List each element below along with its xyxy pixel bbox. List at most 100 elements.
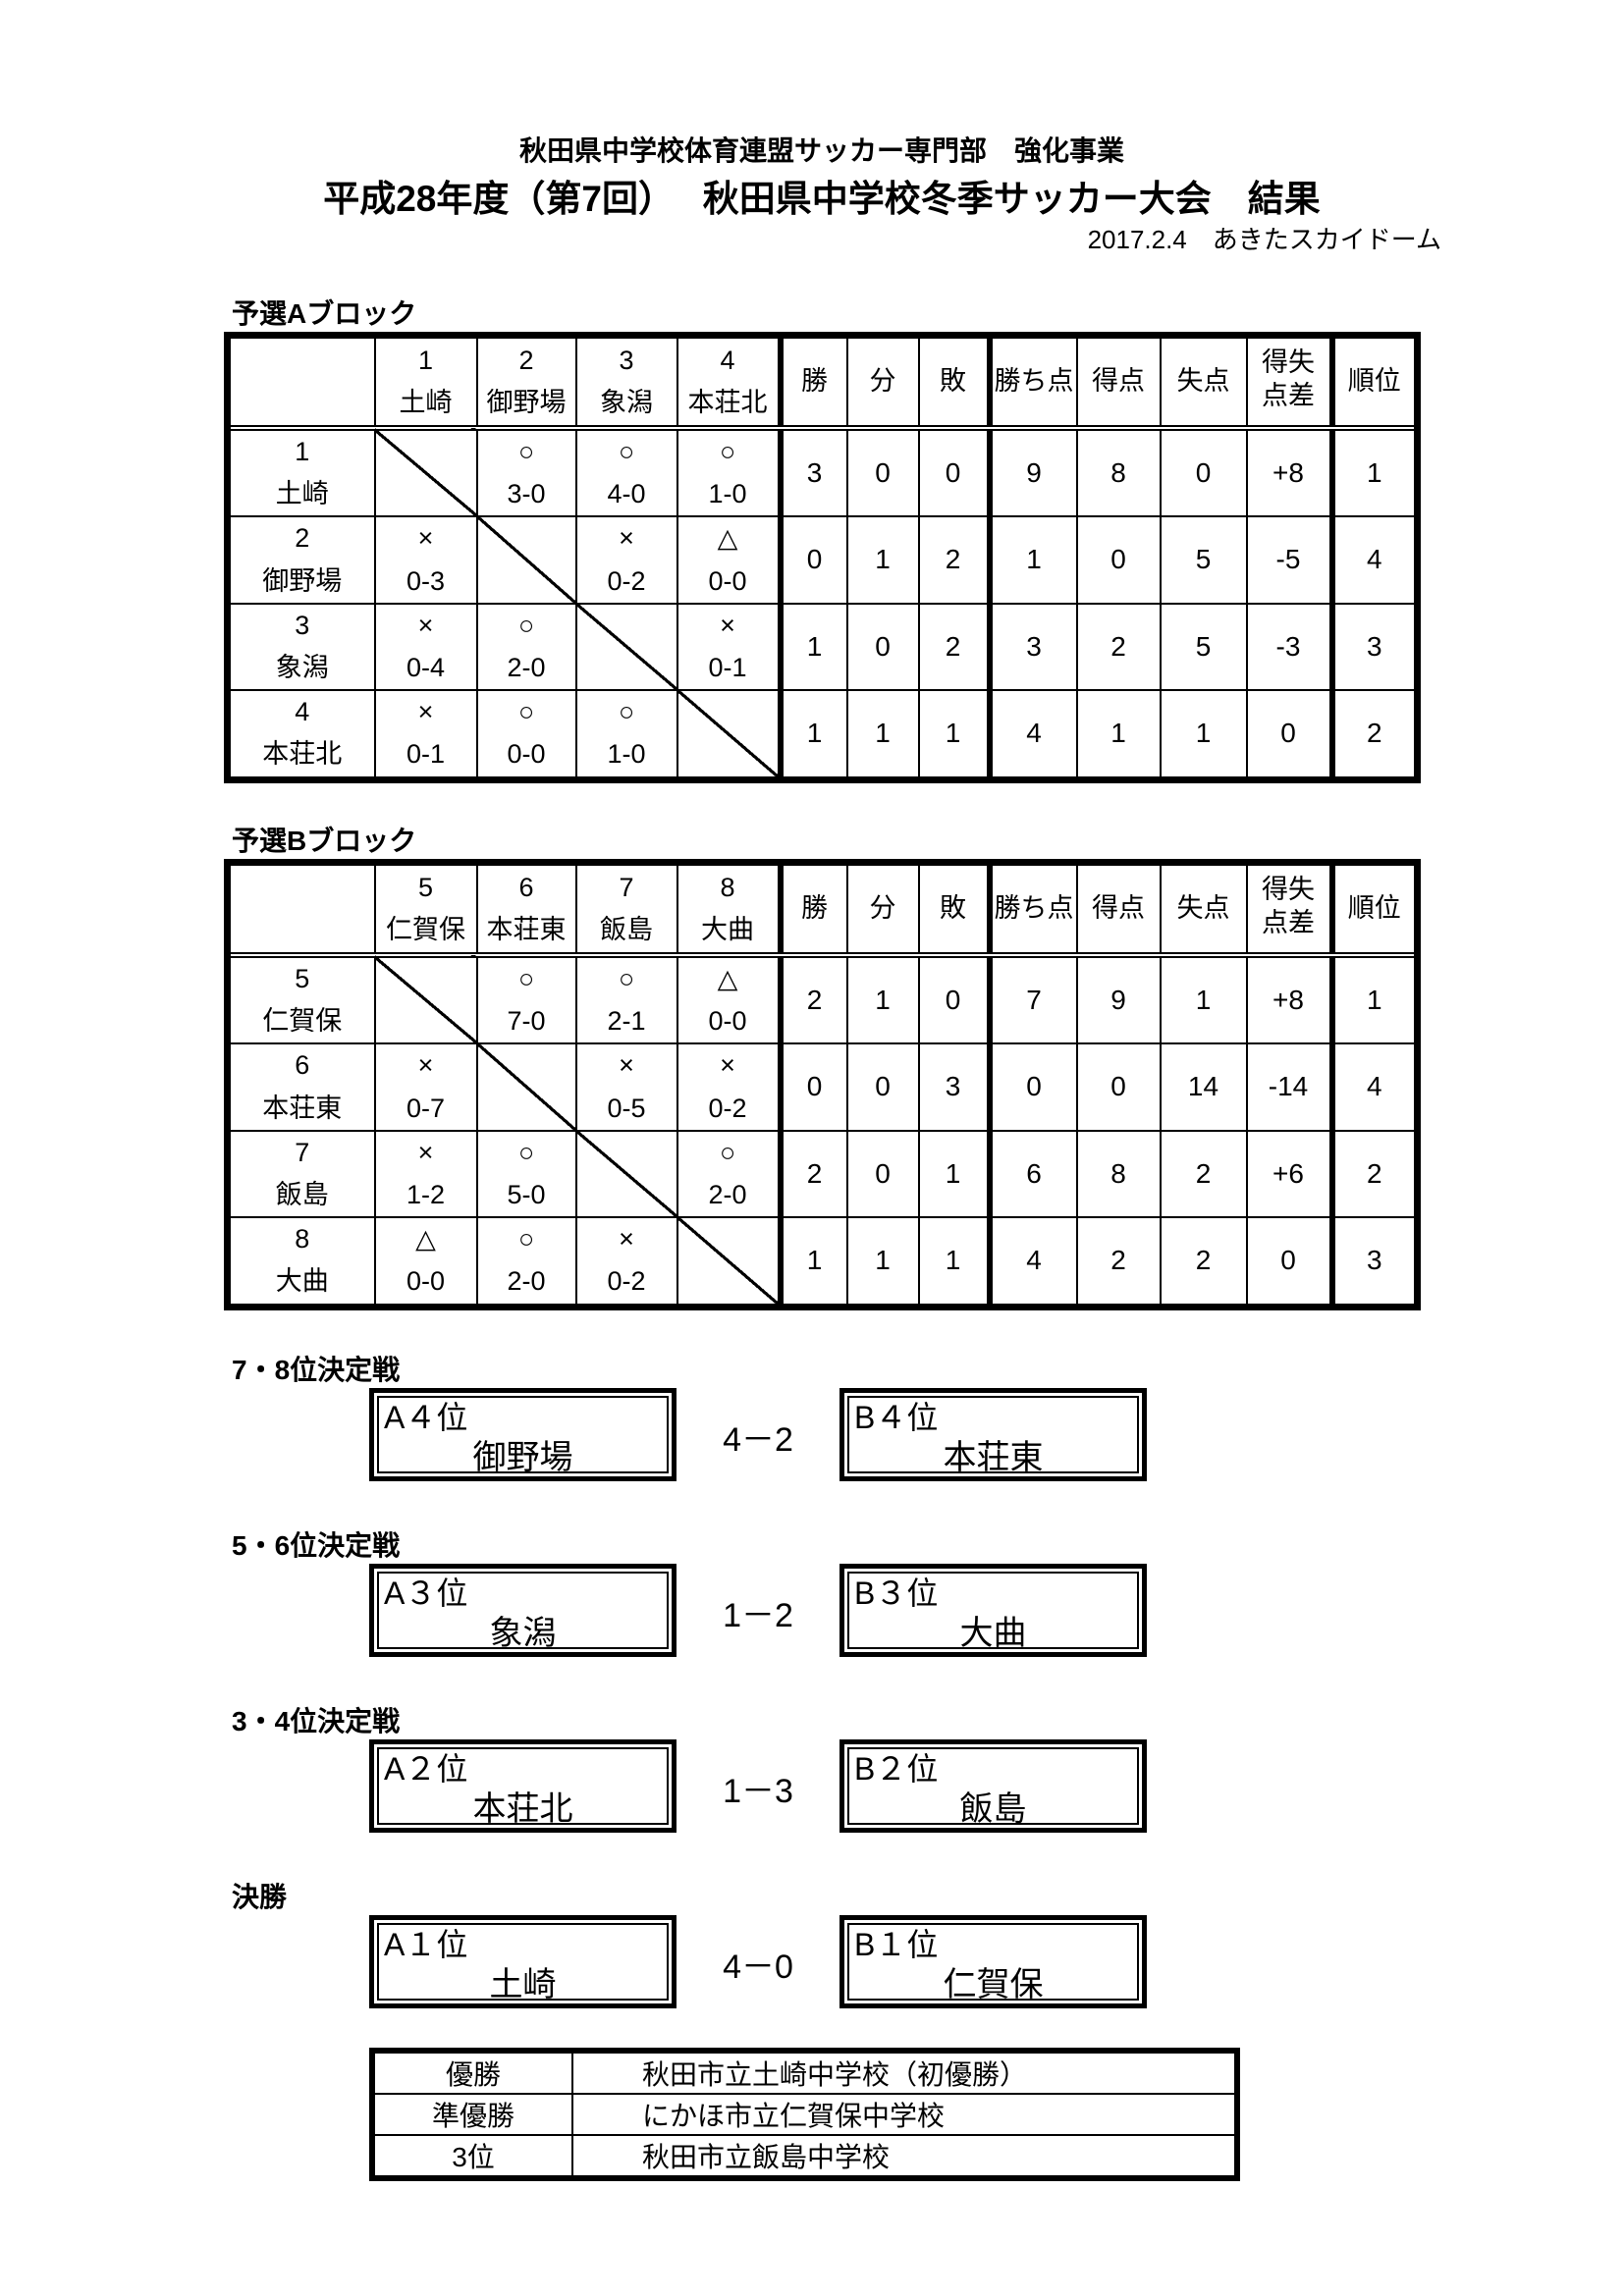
team-name: 象潟 (275, 652, 329, 682)
team-name: 本荘東 (262, 1093, 343, 1123)
stat-value: 2 (1159, 1129, 1248, 1219)
team-box-a: A１位土崎 (369, 1915, 677, 2008)
standing-row: 優勝秋田市立土崎中学校（初優勝） (371, 2050, 1238, 2095)
match-score: 0-1 (406, 739, 446, 770)
stat-header: 得失点差 (1245, 861, 1333, 958)
stat-value: 5 (1159, 602, 1248, 692)
stat-header: 勝ち点 (986, 334, 1078, 431)
stat-value: 1 (1159, 953, 1248, 1045)
result-mark: △ (717, 523, 738, 554)
match-score: 0-0 (507, 739, 546, 770)
match-result-cell: △0-0 (676, 953, 782, 1045)
match-score: 5-0 (507, 1179, 546, 1209)
match-result-cell: ×0-2 (574, 515, 678, 605)
match-score: 2-0 (708, 1179, 747, 1209)
match-result-cell: ○1-0 (676, 426, 782, 518)
team-number: 3 (295, 610, 310, 640)
stat-value: 1 (845, 953, 920, 1045)
stat-value: 3 (1328, 602, 1419, 692)
playoff-label: 7・8位決定戦 (232, 1355, 401, 1385)
match-score: 3-0 (507, 479, 546, 509)
match-score: 1-2 (406, 1179, 446, 1209)
stat-value: 5 (1159, 515, 1248, 605)
team-name: 土崎 (275, 479, 329, 509)
team-name: 飯島 (600, 915, 653, 944)
team-number: 6 (295, 1050, 310, 1081)
match-result-cell: ○2-1 (574, 953, 678, 1045)
stat-value: 1 (777, 602, 848, 692)
stat-value: 1 (777, 689, 848, 780)
seed-label: A４位 (384, 1400, 468, 1435)
team-number: 3 (619, 345, 634, 375)
team-name: 大曲 (701, 915, 754, 944)
stat-value: 2 (1328, 689, 1419, 780)
stat-value: 0 (777, 515, 848, 605)
seed-label: B１位 (854, 1927, 939, 1962)
stat-header: 得失点差 (1245, 334, 1333, 431)
seed-label: A２位 (384, 1751, 468, 1787)
match-result-cell: ×0-1 (373, 689, 478, 780)
team-name: 仁賀保 (386, 915, 465, 944)
corner-cell (226, 334, 376, 431)
match-score: 2-0 (507, 1266, 546, 1297)
match-result-cell: ○3-0 (475, 426, 577, 518)
place-label: 3位 (371, 2134, 573, 2179)
match-score: 0-2 (607, 565, 646, 596)
team-name: 象潟 (600, 388, 653, 417)
stat-header: 失点 (1159, 334, 1248, 431)
self-match-cell (475, 1042, 577, 1132)
match-score: 0-0 (406, 1266, 446, 1297)
match-result-cell: ×0-2 (676, 1042, 782, 1132)
match-result-cell: ○2-0 (475, 602, 577, 692)
box-inner-border (377, 1923, 669, 2001)
team-name: 御野場 (472, 1439, 573, 1476)
stat-value: 8 (1075, 426, 1162, 518)
result-mark: ○ (517, 697, 535, 727)
stat-header-goal-difference: 得失点差 (1262, 347, 1315, 410)
box-inner-border (377, 1572, 669, 1649)
team-name: 本荘北 (687, 388, 768, 417)
self-match-cell (373, 426, 478, 518)
team-box-b: B１位仁賀保 (839, 1915, 1147, 2008)
team-name: 本荘北 (262, 739, 343, 770)
stat-value: 0 (1245, 689, 1333, 780)
team-number: 2 (518, 345, 534, 375)
block-label: 予選Aブロック (232, 298, 417, 329)
result-mark: × (417, 523, 434, 554)
match-result-cell: △0-0 (676, 515, 782, 605)
match-score: 1-0 (607, 739, 646, 770)
result-mark: × (720, 610, 735, 640)
stat-value: 1 (1328, 953, 1419, 1045)
stat-value: 0 (845, 1129, 920, 1219)
organizer-title: 秋田県中学校体育連盟サッカー専門部 強化事業 (518, 135, 1124, 166)
team-box-b: B２位飯島 (839, 1739, 1147, 1833)
team-box-b: B３位大曲 (839, 1564, 1147, 1657)
team-number: 1 (295, 437, 310, 466)
playoff-label: 5・6位決定戦 (232, 1530, 401, 1561)
result-mark: △ (717, 964, 738, 993)
box-inner-border (847, 1923, 1139, 2001)
result-mark: ○ (618, 964, 635, 993)
stat-header: 順位 (1328, 861, 1419, 958)
team-box-b: B４位本荘東 (839, 1388, 1147, 1481)
stat-value: 2 (917, 602, 991, 692)
stat-value: 0 (845, 426, 920, 518)
box-inner-border (847, 1572, 1139, 1649)
stat-value: 1 (917, 1129, 991, 1219)
match-result-cell: ○ 0-0 (475, 689, 577, 780)
match-score: 4－0 (723, 1949, 793, 1986)
self-match-cell (676, 1216, 782, 1308)
row-team-cell: 1 土崎 (226, 426, 376, 518)
stat-header: 分 (845, 861, 920, 958)
stat-header: 勝ち点 (986, 861, 1078, 958)
